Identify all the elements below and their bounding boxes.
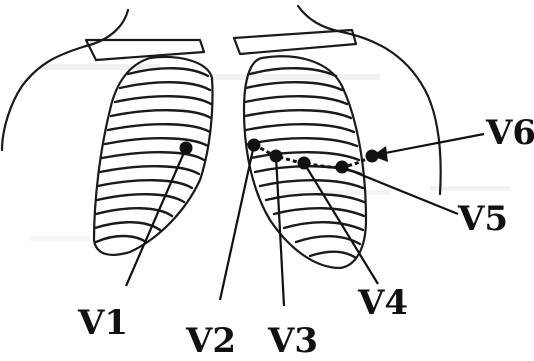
label-v1: V1	[77, 303, 128, 343]
label-v6: V6	[485, 113, 534, 153]
lead-labels: V1 V2 V3 V4 V5 V6	[77, 113, 534, 361]
leader-v2	[220, 145, 254, 300]
right-shoulder-line	[342, 32, 441, 194]
clavicles	[86, 30, 356, 60]
label-v5: V5	[457, 199, 508, 239]
torso-outline	[2, 6, 441, 194]
label-v4: V4	[357, 283, 408, 323]
label-v3: V3	[267, 321, 318, 361]
label-v2: V2	[185, 321, 236, 361]
neck-right-line	[298, 6, 342, 32]
leader-v6	[380, 134, 484, 154]
left-clavicle	[86, 40, 204, 60]
right-clavicle	[234, 30, 356, 54]
left-shoulder-line	[2, 46, 86, 150]
